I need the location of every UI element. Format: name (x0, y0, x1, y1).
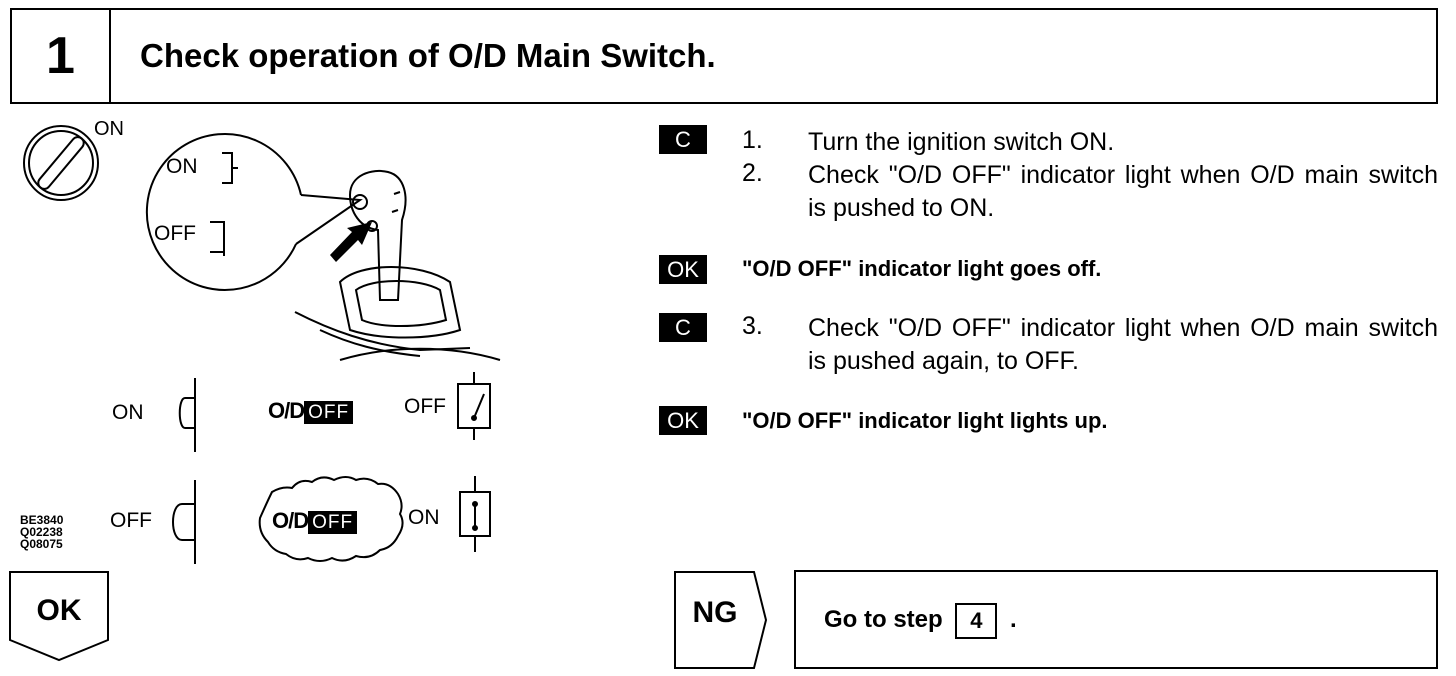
goto-prefix: Go to step (824, 606, 943, 633)
row1-od-text: O/D (268, 398, 305, 423)
zoom-balloon (145, 133, 363, 291)
step-title: Check operation of O/D Main Switch. (140, 37, 716, 74)
zoom-on-label: ON (166, 155, 198, 178)
figure-code: BE3840 (20, 513, 64, 527)
ng-shape-layer (674, 571, 768, 669)
ng-result-label: NG (692, 596, 738, 629)
step1-text: Turn the ignition switch ON. (808, 128, 1115, 156)
press-arrow-icon (330, 222, 372, 262)
row2-od-text: O/D (272, 508, 309, 533)
check-tag-2: C (659, 313, 707, 342)
zoom-off-label: OFF (154, 222, 196, 245)
goto-suffix: . (1010, 606, 1017, 633)
step-number: 1 (12, 10, 111, 102)
figure-codes: BE3840 Q02238 Q08075 (20, 514, 63, 550)
row2-off-box: OFF (308, 511, 358, 534)
goto-step-link[interactable]: 4 (955, 602, 998, 639)
step2-text: Check "O/D OFF" indicator light when O/D… (808, 161, 1438, 222)
ok-tag-1: OK (659, 255, 707, 284)
row2-switch-diagram (172, 476, 491, 564)
goto-instruction: Go to step 4 . (824, 572, 1017, 667)
ignition-switch-icon (23, 125, 99, 201)
ignition-on-label: ON (94, 118, 124, 140)
step3-number: 3. (742, 312, 763, 340)
check-tag-1: C (659, 125, 707, 154)
figure-code: Q08075 (20, 537, 63, 551)
ok2-text: "O/D OFF" indicator light lights up. (742, 408, 1108, 433)
ok-result-label: OK (36, 594, 82, 627)
shift-lever-icon (294, 170, 501, 361)
ok-result-shape (9, 571, 109, 662)
switch-illustration (9, 125, 501, 662)
step1-number: 1. (742, 126, 763, 154)
row1-switch-diagram (178, 372, 491, 452)
ng-action-box: Go to step 4 . (794, 570, 1438, 669)
row2-contact-label: ON (408, 506, 440, 529)
indicator-glow-outline (258, 476, 404, 562)
step3-text: Check "O/D OFF" indicator light when O/D… (808, 314, 1438, 375)
row1-switch-label: ON (112, 401, 144, 424)
ok-tag-2: OK (659, 406, 707, 435)
step2-number: 2. (742, 159, 763, 187)
row1-contact-label: OFF (404, 395, 446, 418)
row2-switch-label: OFF (110, 509, 152, 532)
figure-code: Q02238 (20, 525, 63, 539)
ok1-text: "O/D OFF" indicator light goes off. (742, 256, 1102, 281)
step-header: 1 Check operation of O/D Main Switch. (10, 8, 1438, 104)
ng-pentagon-outline (674, 571, 768, 669)
row1-off-box: OFF (304, 401, 354, 424)
